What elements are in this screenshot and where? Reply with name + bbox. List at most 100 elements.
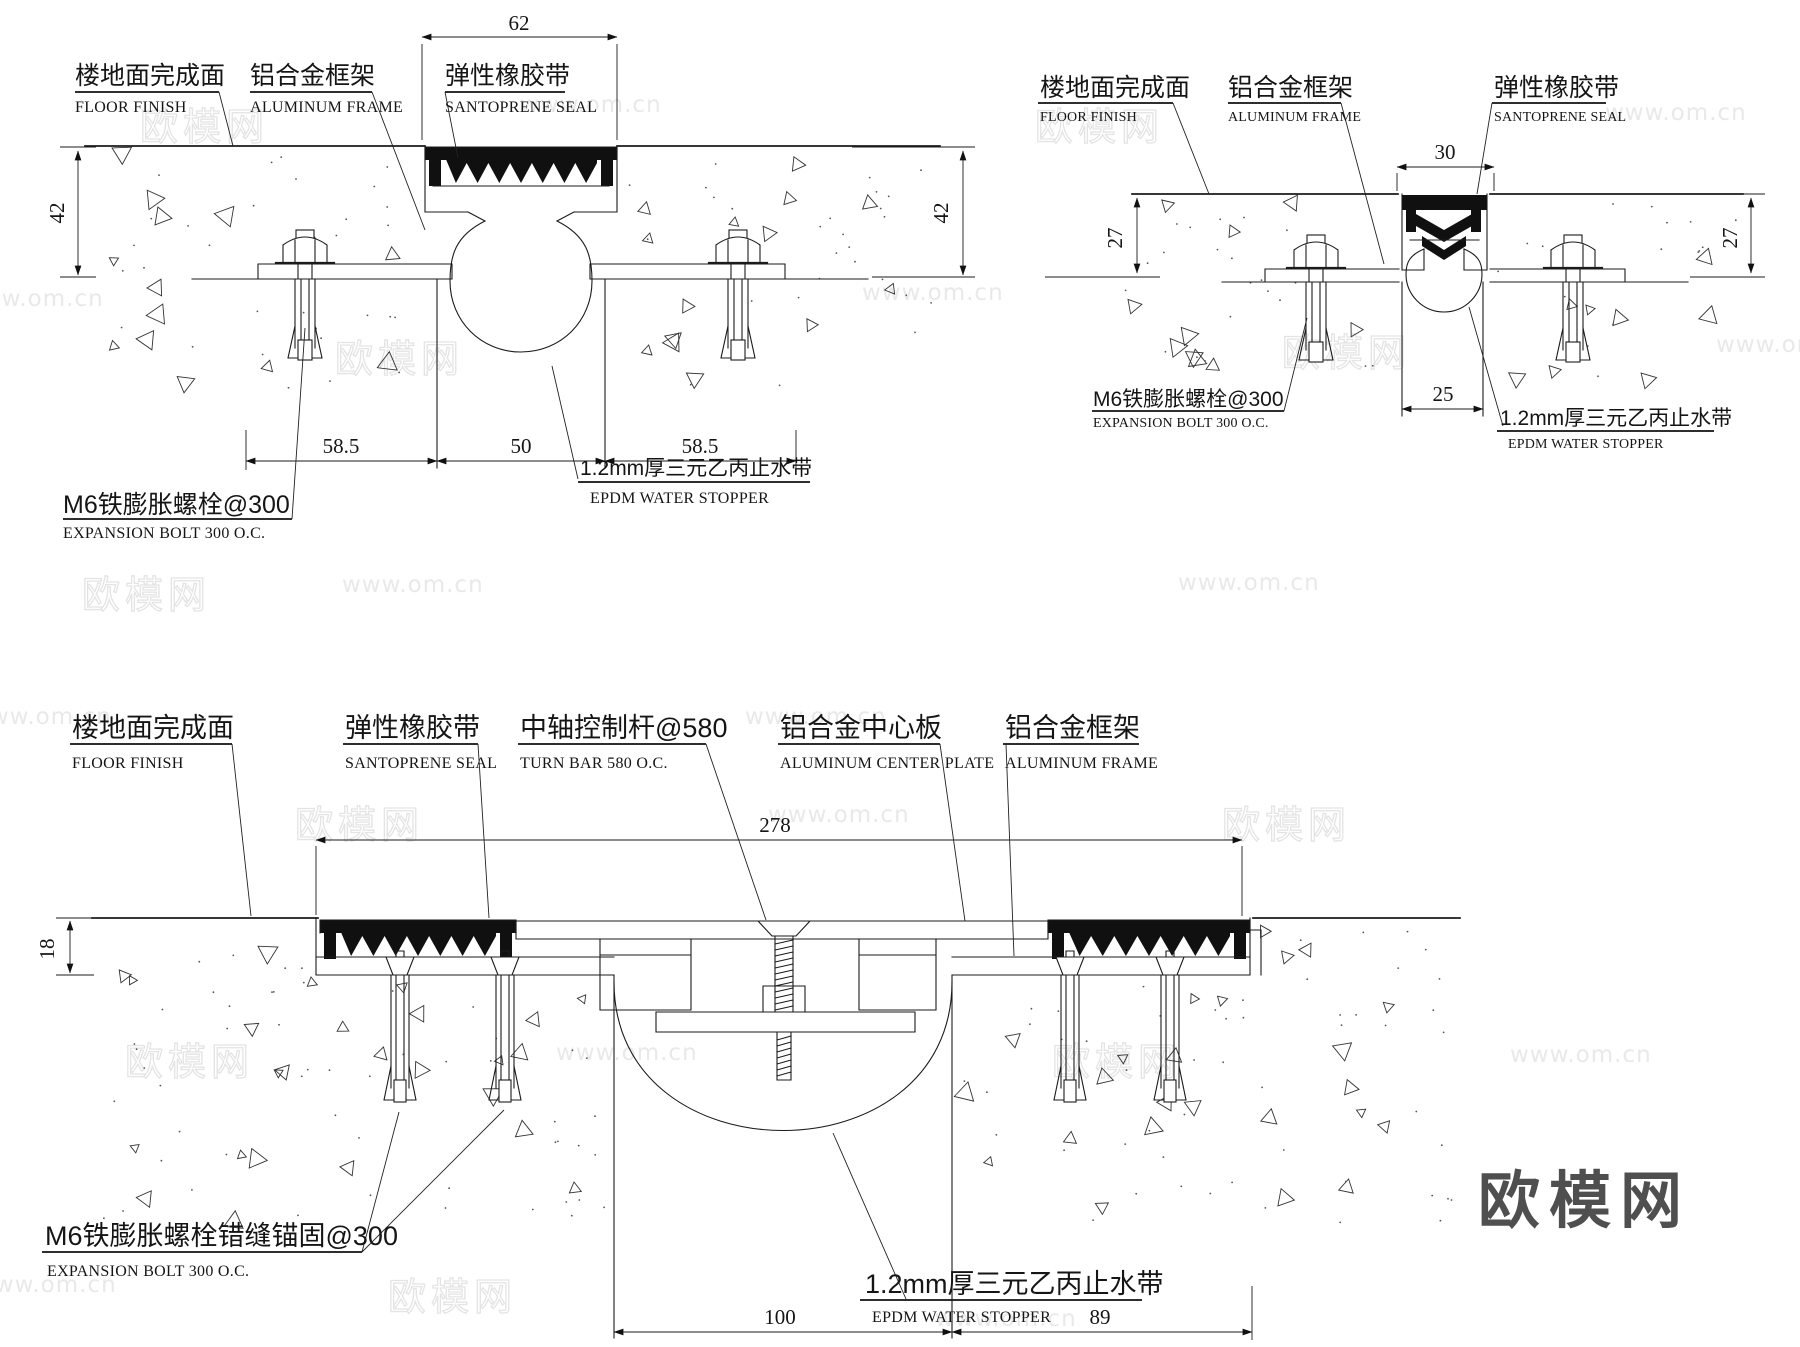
watermark-url: www.om.cn [0, 1272, 117, 1298]
aluminum-frame-profile [424, 145, 618, 222]
dim-ext-42-left [60, 146, 96, 278]
dim-ext-27-right [1690, 193, 1765, 278]
expansion-anchor-bolt [383, 950, 417, 1103]
santoprene-seal-profile [424, 146, 618, 186]
watermark-url: www.om.cn [1605, 100, 1747, 126]
aluminum-frame-profile [1401, 193, 1488, 271]
label-epdm-stopper-en: EPDM WATER STOPPER [872, 1309, 1051, 1326]
watermark-url: www.om.cn [1510, 1042, 1652, 1068]
dim-ext-278 [315, 846, 1243, 916]
label-santoprene-seal-en: SANTOPRENE SEAL [445, 99, 597, 116]
label-center-plate-en: ALUMINUM CENTER PLATE [780, 755, 994, 772]
dim-value-62: 62 [509, 11, 530, 35]
epdm-water-stopper-loop [449, 220, 593, 353]
label-aluminum-frame-en: ALUMINUM FRAME [1005, 755, 1158, 772]
label-underlines [63, 91, 810, 520]
label-aluminum-frame-en: ALUMINUM FRAME [1228, 110, 1361, 125]
turn-bar-channel [655, 1011, 916, 1033]
concrete-hatch [103, 146, 1737, 1229]
leader-lines [231, 743, 1015, 1300]
label-turn-bar-en: TURN BAR 580 O.C. [520, 755, 668, 772]
label-epdm-stopper-en: EPDM WATER STOPPER [590, 490, 769, 507]
epdm-water-stopper-loop [1405, 248, 1483, 313]
dim-ext-62 [421, 44, 618, 140]
dim-ext-42-right [852, 146, 975, 278]
watermark-url: www.om.cn [0, 286, 104, 312]
label-aluminum-frame-zh: 铝合金框架 [1005, 713, 1140, 743]
label-floor-finish-en: FLOOR FINISH [72, 755, 184, 772]
anchor-flange-plates [1221, 268, 1689, 283]
annotation-text-layer: 62 42 42 58.5 50 58.5 楼地面完成面 FLOOR FINIS… [35, 11, 1742, 1329]
watermark-brand: 欧模网 [1282, 331, 1411, 375]
dim-value-50: 50 [511, 434, 532, 458]
santoprene-seal-profile [1402, 195, 1487, 260]
watermark-brand: 欧模网 [82, 573, 211, 617]
expansion-anchor-bolt [1285, 234, 1347, 363]
label-santoprene-seal-zh: 弹性橡胶带 [445, 62, 570, 90]
watermark-url: www.om.cn [1716, 332, 1800, 358]
label-santoprene-seal-zh: 弹性橡胶带 [345, 713, 480, 743]
dim-ext-18 [56, 917, 94, 976]
expansion-anchor-bolt [1542, 234, 1604, 363]
epdm-water-stopper-dome [613, 981, 953, 1132]
dim-value-18: 18 [35, 939, 59, 960]
watermark-brand: 欧模网 [125, 1040, 254, 1084]
detail-b-top-right [1038, 102, 1765, 432]
turn-bar-rod [762, 935, 806, 1081]
site-logo: 欧模网 [1478, 1164, 1691, 1237]
label-underlines [1038, 102, 1714, 432]
anchor-flange-plates [191, 263, 869, 280]
label-epdm-stopper-en: EPDM WATER STOPPER [1508, 437, 1664, 452]
label-expansion-bolt-en: EXPANSION BOLT 300 O.C. [63, 525, 265, 542]
dim-value-278: 278 [759, 813, 791, 837]
label-turn-bar-zh: 中轴控制杆@580 [520, 713, 727, 743]
watermark-url: www.om.cn [556, 1040, 698, 1066]
watermark-brand: 欧模网 [1035, 105, 1164, 149]
expansion-anchor-bolt [274, 229, 336, 361]
center-plate-clips [599, 938, 937, 1011]
dim-value-58-5-left: 58.5 [323, 434, 360, 458]
dim-value-89: 89 [1090, 1305, 1111, 1329]
expansion-anchor-bolt [1053, 950, 1087, 1103]
watermark-brand: 欧模网 [140, 105, 269, 149]
label-epdm-stopper-zh: 1.2mm厚三元乙丙止水带 [1500, 407, 1732, 430]
label-center-plate-zh: 铝合金中心板 [780, 713, 942, 743]
label-expansion-bolt-zh: M6铁膨胀螺栓@300 [1093, 388, 1284, 411]
dim-value-58-5-right: 58.5 [682, 434, 719, 458]
watermark-url: www.om.cn [862, 280, 1004, 306]
label-epdm-stopper-zh: 1.2mm厚三元乙丙止水带 [865, 1269, 1164, 1299]
watermark-url: www.om.cn [935, 1306, 1077, 1332]
label-floor-finish-en: FLOOR FINISH [75, 99, 187, 116]
generated-geometry-layer [103, 146, 1737, 1229]
watermark-url: www.om.cn [0, 704, 112, 730]
label-aluminum-frame-zh: 铝合金框架 [1228, 74, 1353, 102]
watermark-url: www.om.cn [342, 572, 484, 598]
label-underlines [42, 743, 1142, 1301]
label-aluminum-frame-zh: 铝合金框架 [250, 62, 375, 90]
watermark-brand: 欧模网 [335, 337, 464, 381]
santoprene-seal-profile [319, 919, 517, 959]
label-santoprene-seal-zh: 弹性橡胶带 [1494, 74, 1619, 102]
label-aluminum-frame-en: ALUMINUM FRAME [250, 99, 403, 116]
expansion-anchor-bolt [488, 950, 522, 1103]
watermark-url: www.om.cn [745, 704, 887, 730]
expansion-anchor-bolt [1153, 950, 1187, 1103]
watermark-url: www.om.cn [520, 92, 662, 118]
santoprene-seal-profile [1047, 919, 1251, 959]
label-expansion-bolt-en: EXPANSION BOLT 300 O.C. [1093, 416, 1269, 431]
label-epdm-stopper-zh: 1.2mm厚三元乙丙止水带 [580, 457, 812, 480]
label-santoprene-seal-en: SANTOPRENE SEAL [1494, 110, 1626, 125]
dim-ext-30 [1396, 173, 1495, 191]
detail-c-bottom [42, 743, 1461, 1340]
dim-value-42-left: 42 [45, 203, 69, 224]
dim-value-42-right: 42 [929, 203, 953, 224]
watermark-brand: 欧模网 [388, 1275, 517, 1319]
aluminum-frame-profile [315, 917, 1262, 976]
label-expansion-bolt-stagger-en: EXPANSION BOLT 300 O.C. [47, 1263, 249, 1280]
detail-a-top-left [60, 33, 975, 520]
label-floor-finish-zh: 楼地面完成面 [75, 62, 225, 90]
label-floor-finish-zh: 楼地面完成面 [1040, 74, 1190, 102]
joint-gap-faces [436, 278, 606, 469]
